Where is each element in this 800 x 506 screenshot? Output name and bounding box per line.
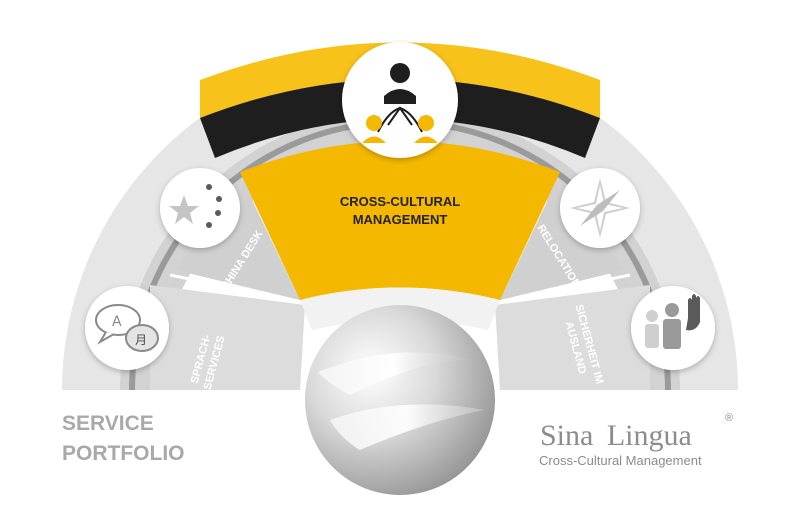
segment-sprach[interactable] — [150, 285, 305, 390]
bubble-letter-chinese: 月 — [135, 333, 147, 347]
center-yellow-band-top — [200, 42, 600, 118]
segment-sicherheit[interactable] — [495, 285, 650, 390]
speech-bubbles-icon: A 月 — [85, 286, 169, 370]
globe-logo — [305, 305, 495, 495]
brand-name-part2: Lingua — [607, 419, 692, 452]
brand-tagline: Cross-Cultural Management — [539, 453, 702, 468]
portfolio-line2: PORTFOLIO — [62, 442, 185, 465]
divider-left — [169, 273, 301, 304]
brand-name: Sina Lingua — [540, 419, 692, 452]
segment-relocation[interactable] — [500, 185, 625, 300]
center-label-line2: MANAGEMENT — [353, 212, 448, 227]
center-label-line1: CROSS-CULTURAL — [340, 194, 460, 209]
divider-right — [499, 273, 631, 304]
compass-icon — [560, 168, 640, 248]
china-flag-stars-icon — [160, 168, 240, 248]
segment-china[interactable] — [175, 185, 300, 300]
center-yellow-segment[interactable] — [240, 141, 560, 300]
people-network-icon — [342, 42, 458, 158]
bubble-letter-latin: A — [112, 314, 122, 330]
brand-name-part1: Sina — [540, 419, 593, 452]
portfolio-line1: SERVICE — [62, 412, 154, 435]
brand-registered: ® — [725, 412, 733, 424]
raised-hand-people-icon — [631, 286, 715, 370]
